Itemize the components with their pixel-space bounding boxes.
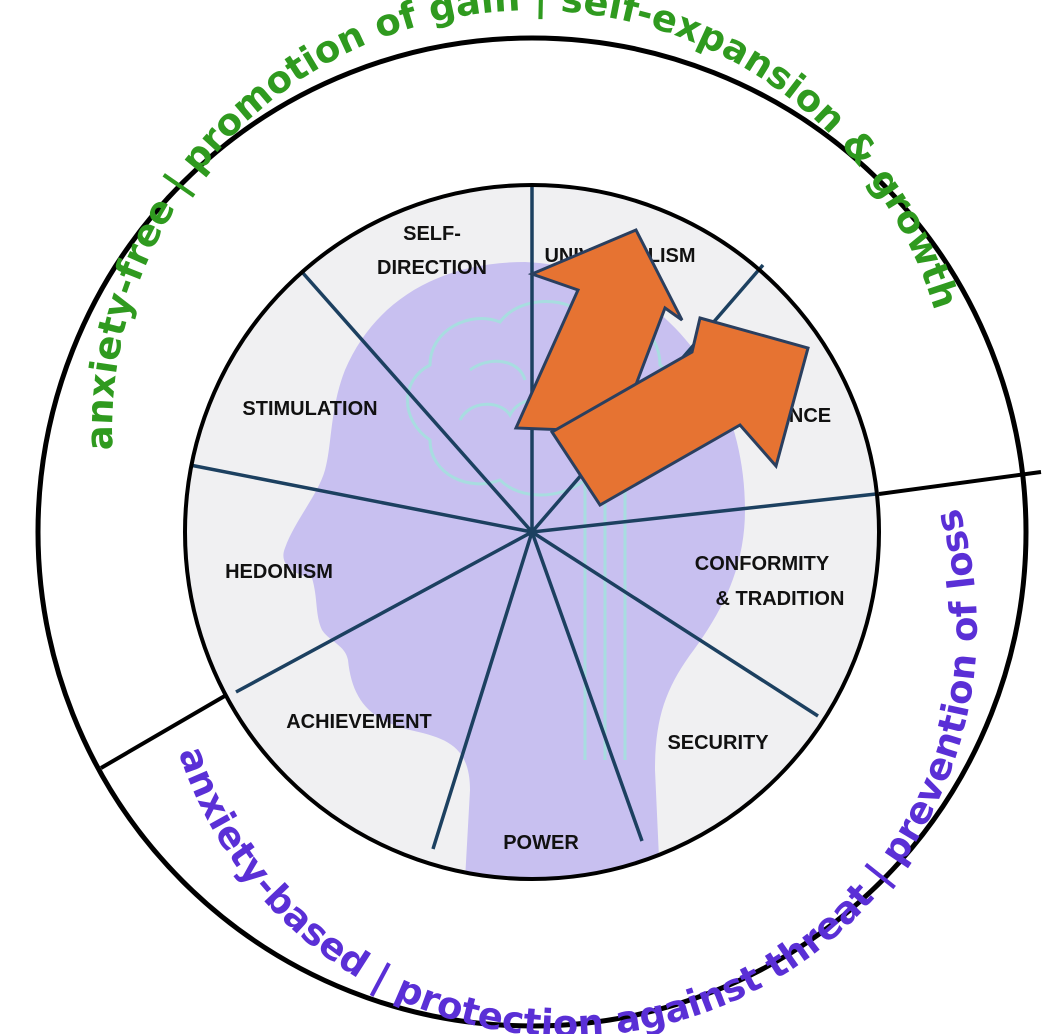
- label-power: POWER: [503, 832, 579, 854]
- label-achievement: ACHIEVEMENT: [286, 711, 432, 733]
- label-self-direction-line1: SELF-: [403, 223, 461, 245]
- label-conformity-line1: CONFORMITY: [695, 553, 830, 575]
- wheel-hub: [527, 527, 537, 537]
- label-stimulation: STIMULATION: [242, 398, 377, 420]
- label-conformity-line2: & TRADITION: [716, 588, 845, 610]
- label-security: SECURITY: [667, 732, 769, 754]
- label-self-direction-line2: DIRECTION: [377, 257, 487, 279]
- label-hedonism: HEDONISM: [225, 561, 333, 583]
